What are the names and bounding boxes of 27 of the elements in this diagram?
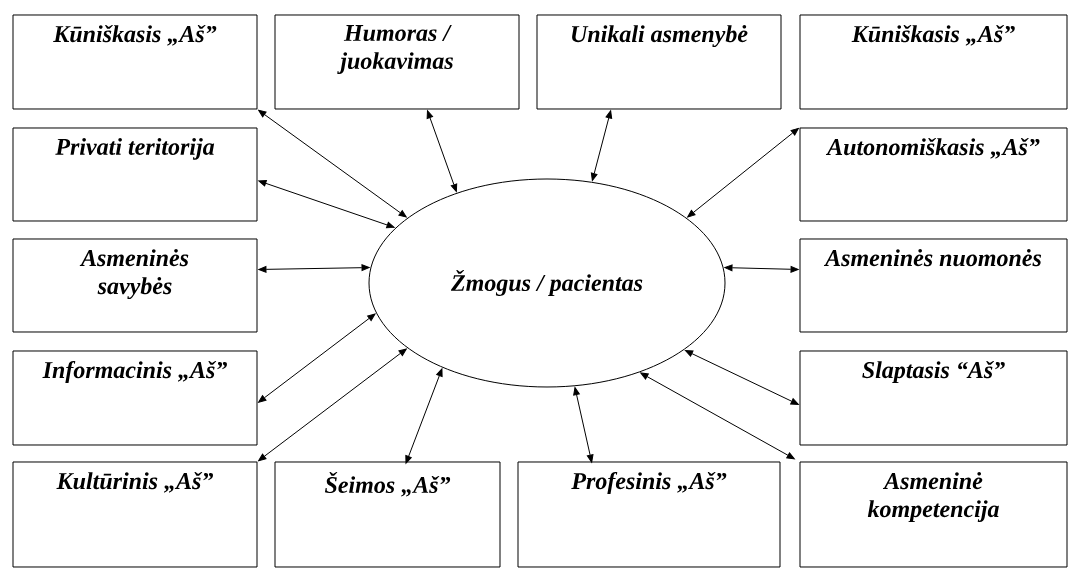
text-box: Privati teritorija — [12, 127, 258, 222]
text-box: Asmeninės nuomonės — [799, 238, 1068, 333]
arrow — [684, 350, 799, 405]
arrow — [405, 368, 443, 464]
text-box: Informacinis „Aš” — [12, 350, 258, 446]
arrow — [258, 313, 376, 403]
text-box: Asmeninė kompetencija — [799, 461, 1068, 568]
arrow — [640, 372, 795, 460]
text-box: Kūniškasis „Aš” — [799, 14, 1068, 110]
text-box: Unikali asmenybė — [536, 14, 782, 110]
arrow — [258, 348, 407, 462]
text-box: Autonomiškasis „Aš” — [799, 127, 1068, 222]
arrow — [724, 264, 799, 273]
arrow — [258, 109, 407, 218]
text-box: Profesinis „Aš” — [517, 461, 781, 568]
text-box: Kūniškasis „Aš” — [12, 14, 258, 110]
arrow — [426, 110, 458, 193]
arrow — [258, 264, 370, 273]
text-box: Kultūrinis „Aš” — [12, 461, 258, 568]
arrow — [687, 127, 799, 218]
text-box: Šeimos „Aš” — [274, 461, 501, 568]
arrow — [573, 387, 594, 463]
text-box: Asmeninės savybės — [12, 238, 258, 333]
arrow — [590, 110, 613, 182]
text-box: Slaptasis “Aš” — [799, 350, 1068, 446]
text-box: Humoras / juokavimas — [274, 14, 520, 110]
arrow — [258, 180, 395, 229]
